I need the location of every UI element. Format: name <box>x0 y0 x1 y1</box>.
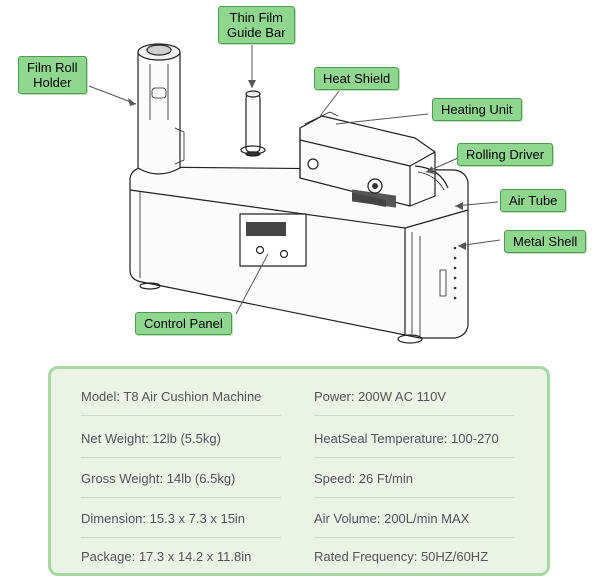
spec-row: Model: T8 Air Cushion Machine Power: 200… <box>81 385 517 413</box>
callout-control-panel: Control Panel <box>135 312 232 335</box>
spec-divider <box>314 497 514 498</box>
spec-divider <box>81 457 281 458</box>
spec-row: Package: 17.3 x 14.2 x 11.8in Rated Freq… <box>81 545 517 573</box>
callout-heat-shield: Heat Shield <box>314 67 400 90</box>
spec-divider <box>314 457 514 458</box>
callout-film-roll-holder-line2: Holder <box>33 75 72 90</box>
machine-foot <box>139 282 161 290</box>
spec-package: Package: 17.3 x 14.2 x 11.8in <box>81 549 252 564</box>
spec-divider <box>314 537 514 538</box>
control-panel-graphic <box>239 213 307 267</box>
callout-thin-film-guide-bar: Thin Film Guide Bar <box>218 6 295 44</box>
spec-net-weight: Net Weight: 12lb (5.5kg) <box>81 431 221 446</box>
spec-power: Power: 200W AC 110V <box>314 389 446 404</box>
callout-thin-film-guide-bar-line1: Thin Film <box>229 10 283 25</box>
callout-thin-film-guide-bar-line2: Guide Bar <box>227 25 286 40</box>
spec-air-volume: Air Volume: 200L/min MAX <box>314 511 470 526</box>
machine-diagram <box>88 43 501 344</box>
spec-dimension: Dimension: 15.3 x 7.3 x 15in <box>81 511 246 526</box>
callout-metal-shell: Metal Shell <box>504 230 587 253</box>
heating-assembly <box>299 111 449 208</box>
callout-heating-unit: Heating Unit <box>432 98 522 121</box>
callout-rolling-driver: Rolling Driver <box>457 143 554 166</box>
spec-row: Dimension: 15.3 x 7.3 x 15in Air Volume:… <box>81 507 517 535</box>
spec-rated-frequency: Rated Frequency: 50HZ/60HZ <box>314 549 489 564</box>
spec-row: Gross Weight: 14lb (6.5kg) Speed: 26 Ft/… <box>81 467 517 495</box>
spec-model: Model: T8 Air Cushion Machine <box>81 389 262 404</box>
spec-gross-weight: Gross Weight: 14lb (6.5kg) <box>81 471 236 486</box>
callout-film-roll-holder-line1: Film Roll <box>27 60 78 75</box>
spec-divider <box>81 415 281 416</box>
callout-film-roll-holder: Film Roll Holder <box>18 56 87 94</box>
machine-foot <box>397 334 423 344</box>
spec-divider <box>81 497 281 498</box>
spec-divider <box>314 415 514 416</box>
spec-row: Net Weight: 12lb (5.5kg) HeatSeal Temper… <box>81 427 517 455</box>
spec-speed: Speed: 26 Ft/min <box>314 471 413 486</box>
film-roll-holder <box>137 43 185 175</box>
specs-panel: Model: T8 Air Cushion Machine Power: 200… <box>48 366 550 576</box>
thin-film-guide-bar <box>240 90 266 157</box>
spec-divider <box>81 537 281 538</box>
spec-heatseal-temperature: HeatSeal Temperature: 100-270 <box>314 431 499 446</box>
callout-air-tube: Air Tube <box>500 189 567 212</box>
